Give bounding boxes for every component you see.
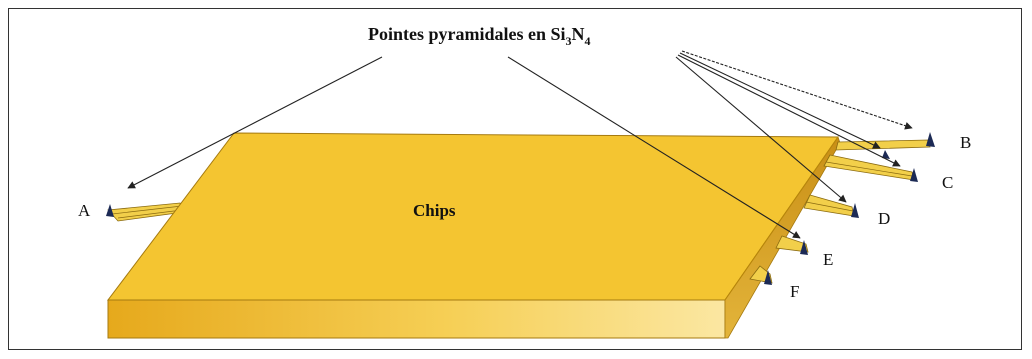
arrow-to-b-lower	[679, 52, 881, 149]
cantilever-e	[775, 235, 809, 253]
cantilever-c	[823, 154, 915, 181]
arrows	[127, 50, 913, 239]
chip-body	[106, 132, 841, 339]
arrow-to-b	[681, 50, 913, 130]
tip-label-b: B	[960, 133, 971, 152]
tip-markers	[106, 132, 935, 285]
arrow-to-d	[675, 56, 847, 203]
cantilever-d	[803, 194, 855, 217]
tip-label-c: C	[942, 173, 953, 192]
arrow-to-e	[507, 56, 801, 239]
title-label: Pointes pyramidales en Si3N4	[368, 24, 591, 48]
chip-label: Chips	[413, 201, 456, 220]
arrow-to-a	[127, 56, 383, 189]
tip-label-a: A	[78, 201, 91, 220]
arrow-to-c	[677, 54, 901, 167]
tip-label-f: F	[790, 282, 799, 301]
cantilever-b	[835, 139, 931, 151]
tip-label-d: D	[878, 209, 890, 228]
tip-label-e: E	[823, 250, 833, 269]
